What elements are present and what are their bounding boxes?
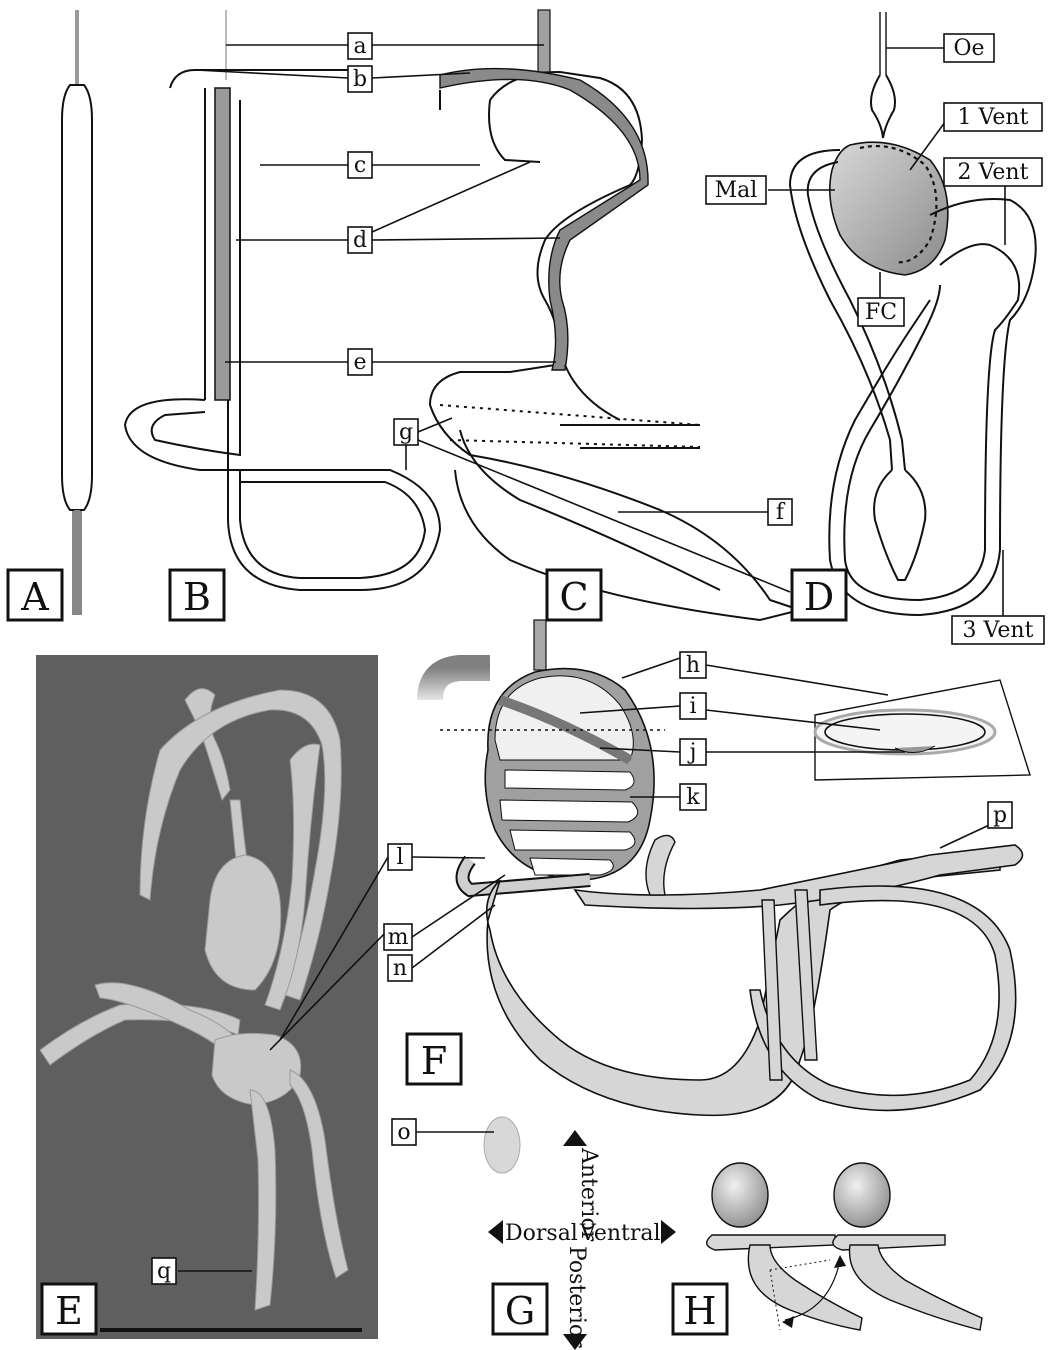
panel-label-d: D: [792, 570, 846, 620]
svg-text:q: q: [157, 1259, 171, 1284]
panel-c-diagram: [430, 10, 800, 620]
label-g: g: [394, 419, 418, 445]
arrow-left-icon: [488, 1220, 503, 1244]
arrow-up-icon: [563, 1130, 587, 1146]
svg-text:o: o: [397, 1120, 410, 1145]
label-mal: Mal: [706, 176, 766, 204]
svg-text:Oe: Oe: [953, 36, 984, 61]
panel-b-diagram: [125, 10, 440, 590]
label-k: k: [680, 784, 706, 810]
panel-label-a: A: [8, 570, 62, 620]
label-fc: FC: [858, 298, 904, 326]
panel-label-e: E: [42, 1284, 96, 1334]
svg-text:E: E: [55, 1289, 83, 1333]
panel-label-f: F: [407, 1034, 461, 1084]
label-n: n: [388, 955, 412, 981]
label-oe: Oe: [944, 34, 994, 62]
panel-label-g: G: [493, 1284, 547, 1334]
svg-text:H: H: [683, 1289, 716, 1333]
svg-text:e: e: [353, 350, 366, 375]
svg-text:h: h: [686, 653, 700, 678]
arrow-right-icon: [661, 1220, 676, 1244]
dorsal-label: Dorsal: [505, 1221, 578, 1246]
svg-text:g: g: [399, 420, 413, 445]
label-c: c: [348, 152, 372, 178]
label-2-vent: 2 Vent: [944, 158, 1042, 186]
label-3-vent: 3 Vent: [952, 616, 1044, 644]
ventral-label: Ventral: [579, 1221, 661, 1246]
svg-text:i: i: [689, 694, 696, 719]
leader-lines-d: [768, 48, 1005, 620]
svg-text:2 Vent: 2 Vent: [958, 160, 1029, 185]
svg-text:1 Vent: 1 Vent: [958, 105, 1029, 130]
svg-text:G: G: [505, 1289, 535, 1333]
label-m: m: [384, 924, 412, 950]
svg-text:b: b: [353, 67, 367, 92]
svg-text:B: B: [183, 575, 211, 619]
svg-text:m: m: [388, 925, 409, 950]
label-h: h: [680, 652, 706, 678]
posterior-label: Posterior: [564, 1246, 589, 1348]
svg-text:d: d: [353, 228, 367, 253]
panel-f-diagram: [430, 620, 1030, 1173]
svg-text:D: D: [804, 575, 834, 619]
label-1-vent: 1 Vent: [944, 103, 1042, 131]
panel-e-micrograph: [36, 655, 378, 1339]
svg-text:l: l: [396, 845, 403, 870]
svg-text:c: c: [354, 153, 366, 178]
svg-text:a: a: [353, 34, 366, 59]
leader-lines-b-c: [196, 45, 790, 592]
svg-text:p: p: [993, 803, 1007, 828]
svg-text:A: A: [20, 575, 49, 619]
label-e: e: [348, 349, 372, 375]
svg-text:F: F: [421, 1039, 447, 1083]
panel-a-diagram: [62, 10, 92, 615]
label-q: q: [152, 1258, 176, 1284]
label-l: l: [388, 844, 412, 870]
label-p: p: [988, 802, 1012, 828]
svg-text:n: n: [393, 956, 407, 981]
label-a: a: [348, 33, 372, 59]
label-j: j: [680, 739, 706, 765]
label-i: i: [680, 693, 706, 719]
svg-text:k: k: [686, 785, 700, 810]
svg-text:Mal: Mal: [715, 178, 758, 203]
panel-label-c: C: [547, 570, 601, 620]
label-b: b: [348, 66, 372, 92]
panel-label-h: H: [673, 1284, 727, 1334]
svg-text:FC: FC: [865, 300, 897, 325]
panel-label-b: B: [170, 570, 224, 620]
svg-text:C: C: [559, 575, 588, 619]
label-d: d: [348, 227, 372, 253]
label-o: o: [392, 1119, 416, 1145]
panel-h-diagram: [707, 1163, 982, 1330]
label-f: f: [768, 499, 792, 525]
svg-text:3 Vent: 3 Vent: [963, 618, 1034, 643]
